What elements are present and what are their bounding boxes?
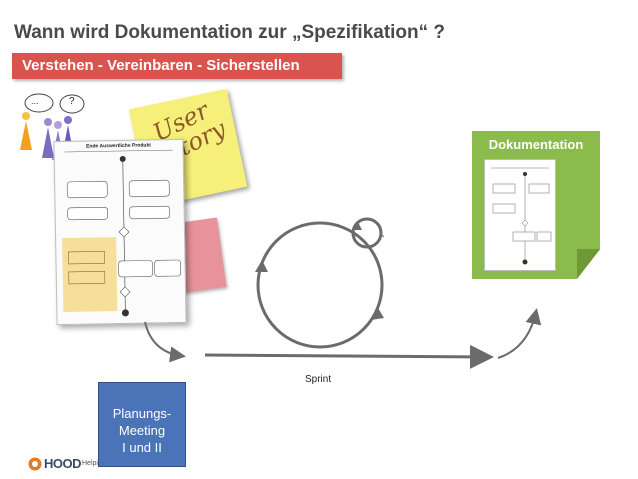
input-curve-arrow [144, 321, 186, 363]
process-diagram-sheet: Ende Auswertliche Produkt [53, 138, 187, 326]
sprint-arrow [204, 344, 494, 369]
sprint-cycle-circle [256, 221, 384, 349]
process-flow-icon [62, 149, 182, 317]
planning-line-2: Meeting [118, 423, 166, 438]
planning-meeting-box: Planungs- Meeting I und II [98, 382, 186, 467]
speech-bubble-left: ... [31, 96, 39, 106]
footer-text: Helpi [82, 460, 98, 467]
daily-cycle-circle [351, 217, 383, 249]
sprint-label: Sprint [305, 374, 332, 385]
output-curve-arrow [497, 308, 542, 359]
documentation-thumbnail [484, 159, 556, 271]
subtitle-banner: Verstehen - Vereinbaren - Sicherstellen [12, 53, 342, 79]
hood-logo: HOOD [28, 455, 84, 473]
hood-logo-icon [28, 457, 42, 471]
documentation-label: Dokumentation [488, 137, 584, 152]
page-title: Wann wird Dokumentation zur „Spezifikati… [14, 22, 446, 43]
doc-flow-icon [491, 167, 552, 265]
planning-line-3: I und II [122, 440, 162, 455]
hood-logo-text: HOOD [44, 456, 82, 471]
speech-bubble-right: ? [69, 96, 75, 107]
planning-line-1: Planungs- [112, 406, 172, 421]
